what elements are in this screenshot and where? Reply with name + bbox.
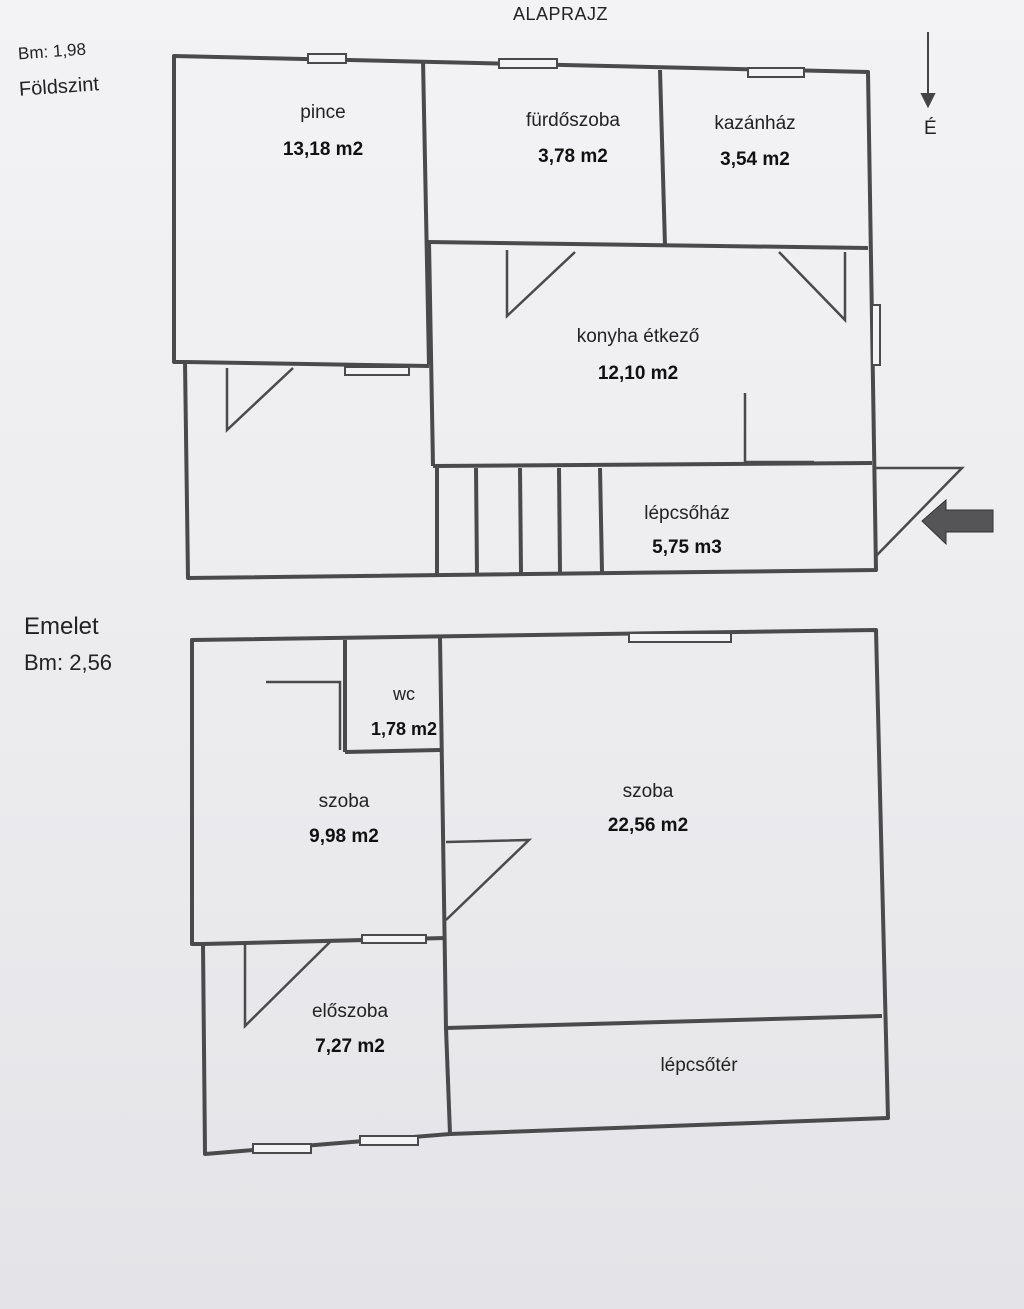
room-name-konyha: konyha étkező xyxy=(576,326,700,347)
room-area-szoba-small: 9,98 m2 xyxy=(309,826,379,847)
room-name-kazanhaz: kazánház xyxy=(714,113,796,134)
room-name-szoba-large: szoba xyxy=(622,781,674,802)
room-area-furdoszoba: 3,78 m2 xyxy=(538,146,608,167)
room-name-wc: wc xyxy=(393,684,415,704)
room-name-furdoszoba: fürdőszoba xyxy=(525,110,621,131)
room-name-lepcsoter: lépcsőtér xyxy=(660,1055,738,1076)
room-area-pince: 13,18 m2 xyxy=(282,139,364,160)
entrance-arrow-icon xyxy=(921,498,994,546)
room-area-wc: 1,78 m2 xyxy=(370,719,438,739)
plan-title: ALAPRAJZ xyxy=(513,4,609,24)
ground-floor-outline xyxy=(172,54,878,580)
room-name-pince: pince xyxy=(300,102,346,123)
upper-floor-outline xyxy=(190,628,890,1156)
upper-floor-level-name: Emelet xyxy=(24,613,99,640)
room-area-kazanhaz: 3,54 m2 xyxy=(720,149,790,170)
room-name-szoba-small: szoba xyxy=(318,791,370,812)
room-area-eloszoba: 7,27 m2 xyxy=(315,1036,385,1057)
north-arrow-icon xyxy=(920,32,936,109)
room-area-konyha: 12,10 m2 xyxy=(597,363,679,384)
room-name-lepcsohaz: lépcsőház xyxy=(644,503,730,524)
upper-floor-height-label: Bm: 2,56 xyxy=(24,650,113,675)
room-area-szoba-large: 22,56 m2 xyxy=(607,815,689,836)
room-name-eloszoba: előszoba xyxy=(311,1001,389,1022)
room-area-lepcsohaz: 5,75 m3 xyxy=(652,537,722,558)
north-label: É xyxy=(924,118,937,139)
